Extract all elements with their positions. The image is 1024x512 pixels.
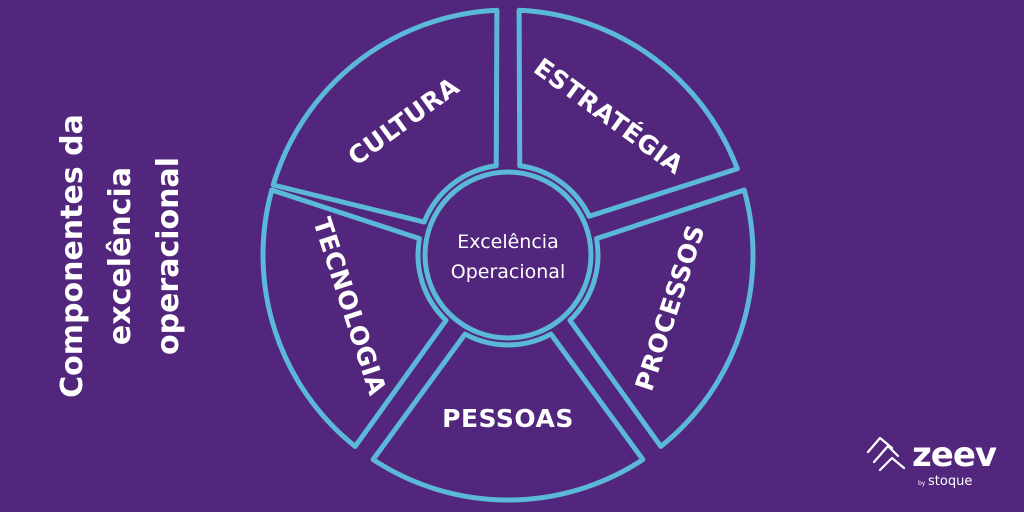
segment-processos	[567, 187, 756, 449]
segment-label-cultura: CULTURA	[343, 71, 465, 171]
segment-pessoas	[370, 331, 646, 503]
center-label-line-1: Excelência	[457, 231, 558, 253]
logo-wordmark: zeev	[912, 435, 997, 475]
side-title-line-2: excelência	[103, 167, 138, 345]
brand-logo: zeev by stoque	[866, 435, 998, 489]
logo-company: stoque	[928, 474, 972, 489]
wheel: CULTURA ESTRATÉGIA PROCESSOS PESSOAS TEC…	[260, 7, 756, 503]
center-hub	[422, 169, 594, 341]
segment-label-estrategia: ESTRATÉGIA	[529, 52, 689, 180]
logo-by: by	[918, 480, 926, 487]
segment-label-tecnologia: TECNOLOGIA	[307, 214, 392, 399]
segment-label-processos: PROCESSOS	[630, 221, 711, 394]
side-title: Componentes da excelência operacional	[55, 114, 186, 398]
side-title-line-3: operacional	[151, 157, 186, 355]
zeev-mark-icon	[866, 436, 906, 472]
segment-cultura	[270, 7, 500, 225]
segment-estrategia	[516, 7, 740, 219]
segment-tecnologia	[260, 187, 449, 449]
side-title-line-1: Componentes da	[55, 114, 90, 398]
segment-label-pessoas: PESSOAS	[442, 404, 574, 433]
center-label-line-2: Operacional	[451, 261, 565, 283]
